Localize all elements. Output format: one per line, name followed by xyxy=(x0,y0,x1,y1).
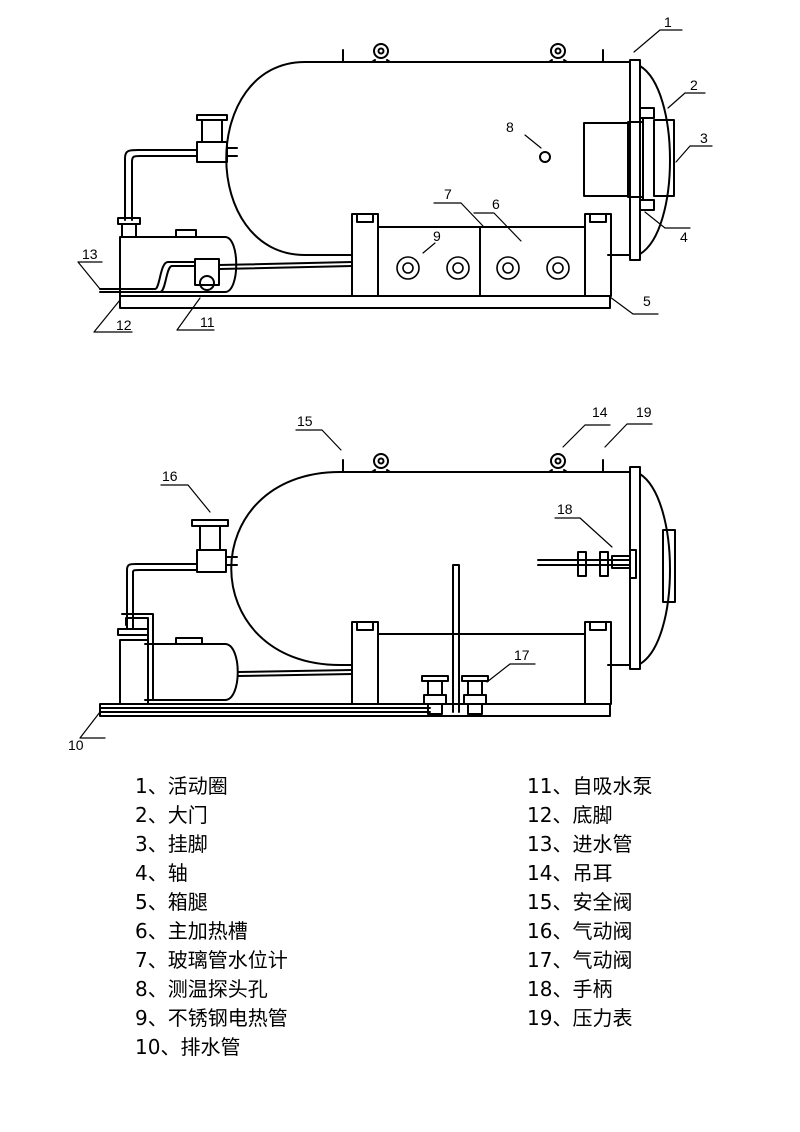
legend-item: 1、活动圈 xyxy=(135,774,228,798)
pneumatic-valve-bottom-left xyxy=(421,675,449,715)
pneumatic-valve-bottom-right xyxy=(461,675,489,715)
hinge-box xyxy=(583,122,629,197)
drain-pipe xyxy=(99,707,431,713)
feed-pipe-2 xyxy=(126,563,198,630)
autoclave-diagram: 1 2 3 4 5 6 7 8 9 11 12 13 xyxy=(68,14,713,753)
side-view: 10 14 15 16 17 18 19 xyxy=(68,404,676,753)
callout-15: 15 xyxy=(297,413,313,429)
pump-impeller xyxy=(199,275,215,291)
legend-item: 6、主加热槽 xyxy=(135,919,248,943)
door-ring xyxy=(629,59,641,261)
handle xyxy=(537,549,637,579)
lifting-lug-right xyxy=(548,43,568,63)
callout-1: 1 xyxy=(664,14,672,30)
lifting-lug-right-2 xyxy=(548,453,568,473)
pump-motor-2 xyxy=(119,639,149,705)
callout-9: 9 xyxy=(433,228,441,244)
feed-pipe xyxy=(124,149,198,221)
legend-item: 12、底脚 xyxy=(527,803,613,827)
bottom-callouts: 10 14 15 16 17 18 19 xyxy=(68,404,652,753)
legend-item: 5、箱腿 xyxy=(135,890,208,914)
legend-item: 10、排水管 xyxy=(135,1035,241,1059)
hinge-pin-top xyxy=(639,107,655,119)
legend-item: 2、大门 xyxy=(135,803,208,827)
pneumatic-valve-16 xyxy=(191,519,238,573)
callout-4: 4 xyxy=(680,229,688,245)
callout-19: 19 xyxy=(636,404,652,420)
legend-item: 18、手柄 xyxy=(527,977,613,1001)
callout-13: 13 xyxy=(82,246,98,262)
feed-flange xyxy=(117,217,141,225)
top-leaders xyxy=(77,29,713,333)
top-callouts: 1 2 3 4 5 6 7 8 9 11 12 13 xyxy=(82,14,708,333)
pump-outlet-pipe-2 xyxy=(237,669,353,677)
lifting-lug-left xyxy=(371,43,391,63)
legend-item: 19、压力表 xyxy=(527,1006,633,1030)
callout-11: 11 xyxy=(200,314,215,330)
pump-top-cap xyxy=(175,229,197,238)
box-leg-left-2 xyxy=(351,621,379,705)
callout-3: 3 xyxy=(700,130,708,146)
callout-10: 10 xyxy=(68,737,84,753)
bottom-leaders xyxy=(79,423,653,739)
door xyxy=(639,65,671,255)
callout-7: 7 xyxy=(444,186,452,202)
feed-flange-stem xyxy=(121,223,137,238)
box-leg-right-2 xyxy=(584,621,612,705)
stand-pipe xyxy=(452,564,460,713)
front-view: 1 2 3 4 5 6 7 8 9 11 12 13 xyxy=(77,14,713,333)
door-2 xyxy=(639,473,671,665)
legend-item: 15、安全阀 xyxy=(527,890,633,914)
legend-item: 14、吊耳 xyxy=(527,861,613,885)
callout-12: 12 xyxy=(116,317,132,333)
callout-5: 5 xyxy=(643,293,651,309)
temp-probe-hole xyxy=(539,151,551,163)
hanging-foot-2 xyxy=(662,529,676,603)
callout-2: 2 xyxy=(690,77,698,93)
pneumatic-valve-top xyxy=(196,114,238,163)
pump-housing xyxy=(194,258,220,286)
legend-item: 13、进水管 xyxy=(527,832,633,856)
legend-item: 7、玻璃管水位计 xyxy=(135,948,288,972)
box-leg-left xyxy=(351,213,379,297)
callout-17: 17 xyxy=(514,647,530,663)
legend-item: 9、不锈钢电热管 xyxy=(135,1006,288,1030)
callout-6: 6 xyxy=(492,196,500,212)
pump-outlet-pipe xyxy=(218,261,353,270)
vessel-shell-2 xyxy=(230,471,631,666)
hinge-pin-bottom xyxy=(639,199,655,211)
legend-right: 11、自吸水泵 12、底脚 13、进水管 14、吊耳 15、安全阀 16、气动阀… xyxy=(527,772,800,1033)
pump-body-2 xyxy=(144,643,239,701)
pump-cap-2 xyxy=(175,637,203,645)
legend-item: 17、气动阀 xyxy=(527,948,633,972)
callout-16: 16 xyxy=(162,468,178,484)
hanging-foot xyxy=(653,119,675,197)
callout-8: 8 xyxy=(506,119,514,135)
callout-18: 18 xyxy=(557,501,573,517)
legend-item: 11、自吸水泵 xyxy=(527,774,653,798)
inlet-pipe xyxy=(99,261,196,293)
legend-left: 1、活动圈 2、大门 3、挂脚 4、轴 5、箱腿 6、主加热槽 7、玻璃管水位计… xyxy=(135,772,465,1062)
box-leg-right xyxy=(584,213,612,297)
legend-item: 8、测温探头孔 xyxy=(135,977,268,1001)
main-heating-tank xyxy=(377,226,586,297)
base-rail-2 xyxy=(99,703,611,717)
legend-item: 16、气动阀 xyxy=(527,919,633,943)
heating-tube-ends xyxy=(396,256,570,280)
lifting-lug-left-2 xyxy=(371,453,391,473)
callout-14: 14 xyxy=(592,404,608,420)
return-pipe-2 xyxy=(121,613,154,701)
legend-item: 3、挂脚 xyxy=(135,832,208,856)
legend-item: 4、轴 xyxy=(135,861,188,885)
